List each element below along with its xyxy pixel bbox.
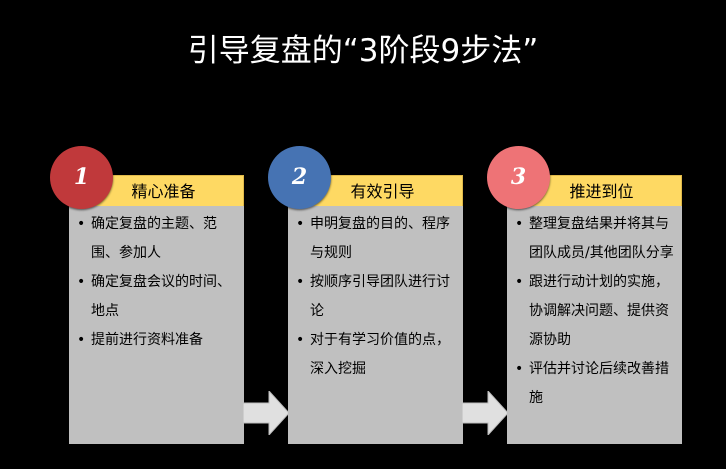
bullet-icon: • bbox=[515, 361, 524, 377]
list-item-text: 确定复盘的主题、范围、参加人 bbox=[91, 216, 217, 261]
stage-2-list: • 申明复盘的目的、程序与规则 • 按顺序引导团队进行讨论 • 对于有学习价值的… bbox=[288, 206, 463, 384]
stage-3-list: • 整理复盘结果并将其与团队成员/其他团队分享 • 跟进行动计划的实施，协调解决… bbox=[507, 206, 682, 413]
list-item: • 整理复盘结果并将其与团队成员/其他团队分享 bbox=[515, 210, 676, 268]
list-item-text: 评估并讨论后续改善措施 bbox=[529, 361, 669, 406]
slide-title: 引导复盘的“3阶段9步法” bbox=[187, 33, 539, 69]
list-item: • 跟进行动计划的实施，协调解决问题、提供资源协助 bbox=[515, 268, 676, 355]
list-item-text: 对于有学习价值的点，深入挖掘 bbox=[310, 332, 450, 377]
bullet-icon: • bbox=[296, 332, 305, 348]
step-number-1-circle: 1 bbox=[50, 146, 113, 209]
stage-1-body: • 确定复盘的主题、范围、参加人 • 确定复盘会议的时间、地点 • 提前进行资料… bbox=[69, 206, 244, 444]
stage-3-body: • 整理复盘结果并将其与团队成员/其他团队分享 • 跟进行动计划的实施，协调解决… bbox=[507, 206, 682, 444]
list-item-text: 按顺序引导团队进行讨论 bbox=[310, 274, 450, 319]
list-item: • 确定复盘会议的时间、地点 bbox=[77, 268, 238, 326]
step-number-3-circle: 3 bbox=[487, 146, 550, 209]
right-arrow-icon bbox=[462, 391, 508, 435]
stage-1-list: • 确定复盘的主题、范围、参加人 • 确定复盘会议的时间、地点 • 提前进行资料… bbox=[69, 206, 244, 355]
list-item: • 按顺序引导团队进行讨论 bbox=[296, 268, 457, 326]
list-item-text: 提前进行资料准备 bbox=[91, 332, 203, 348]
list-item: • 提前进行资料准备 bbox=[77, 326, 238, 355]
list-item-text: 跟进行动计划的实施，协调解决问题、提供资源协助 bbox=[529, 274, 669, 348]
list-item: • 申明复盘的目的、程序与规则 bbox=[296, 210, 457, 268]
bullet-icon: • bbox=[515, 216, 524, 232]
bullet-icon: • bbox=[77, 216, 86, 232]
list-item: • 评估并讨论后续改善措施 bbox=[515, 355, 676, 413]
bullet-icon: • bbox=[77, 274, 86, 290]
bullet-icon: • bbox=[77, 332, 86, 348]
list-item-text: 申明复盘的目的、程序与规则 bbox=[310, 216, 450, 261]
list-item: • 对于有学习价值的点，深入挖掘 bbox=[296, 326, 457, 384]
bullet-icon: • bbox=[296, 216, 305, 232]
right-arrow-icon bbox=[243, 391, 289, 435]
list-item-text: 整理复盘结果并将其与团队成员/其他团队分享 bbox=[529, 216, 674, 261]
list-item-text: 确定复盘会议的时间、地点 bbox=[91, 274, 231, 319]
bullet-icon: • bbox=[515, 274, 524, 290]
stage-2-label: 有效引导 bbox=[350, 182, 415, 201]
stage-1-label: 精心准备 bbox=[131, 182, 196, 201]
list-item: • 确定复盘的主题、范围、参加人 bbox=[77, 210, 238, 268]
bullet-icon: • bbox=[296, 274, 305, 290]
stage-2-body: • 申明复盘的目的、程序与规则 • 按顺序引导团队进行讨论 • 对于有学习价值的… bbox=[288, 206, 463, 444]
step-number-2-circle: 2 bbox=[268, 146, 331, 209]
stage-3-label: 推进到位 bbox=[569, 182, 634, 201]
